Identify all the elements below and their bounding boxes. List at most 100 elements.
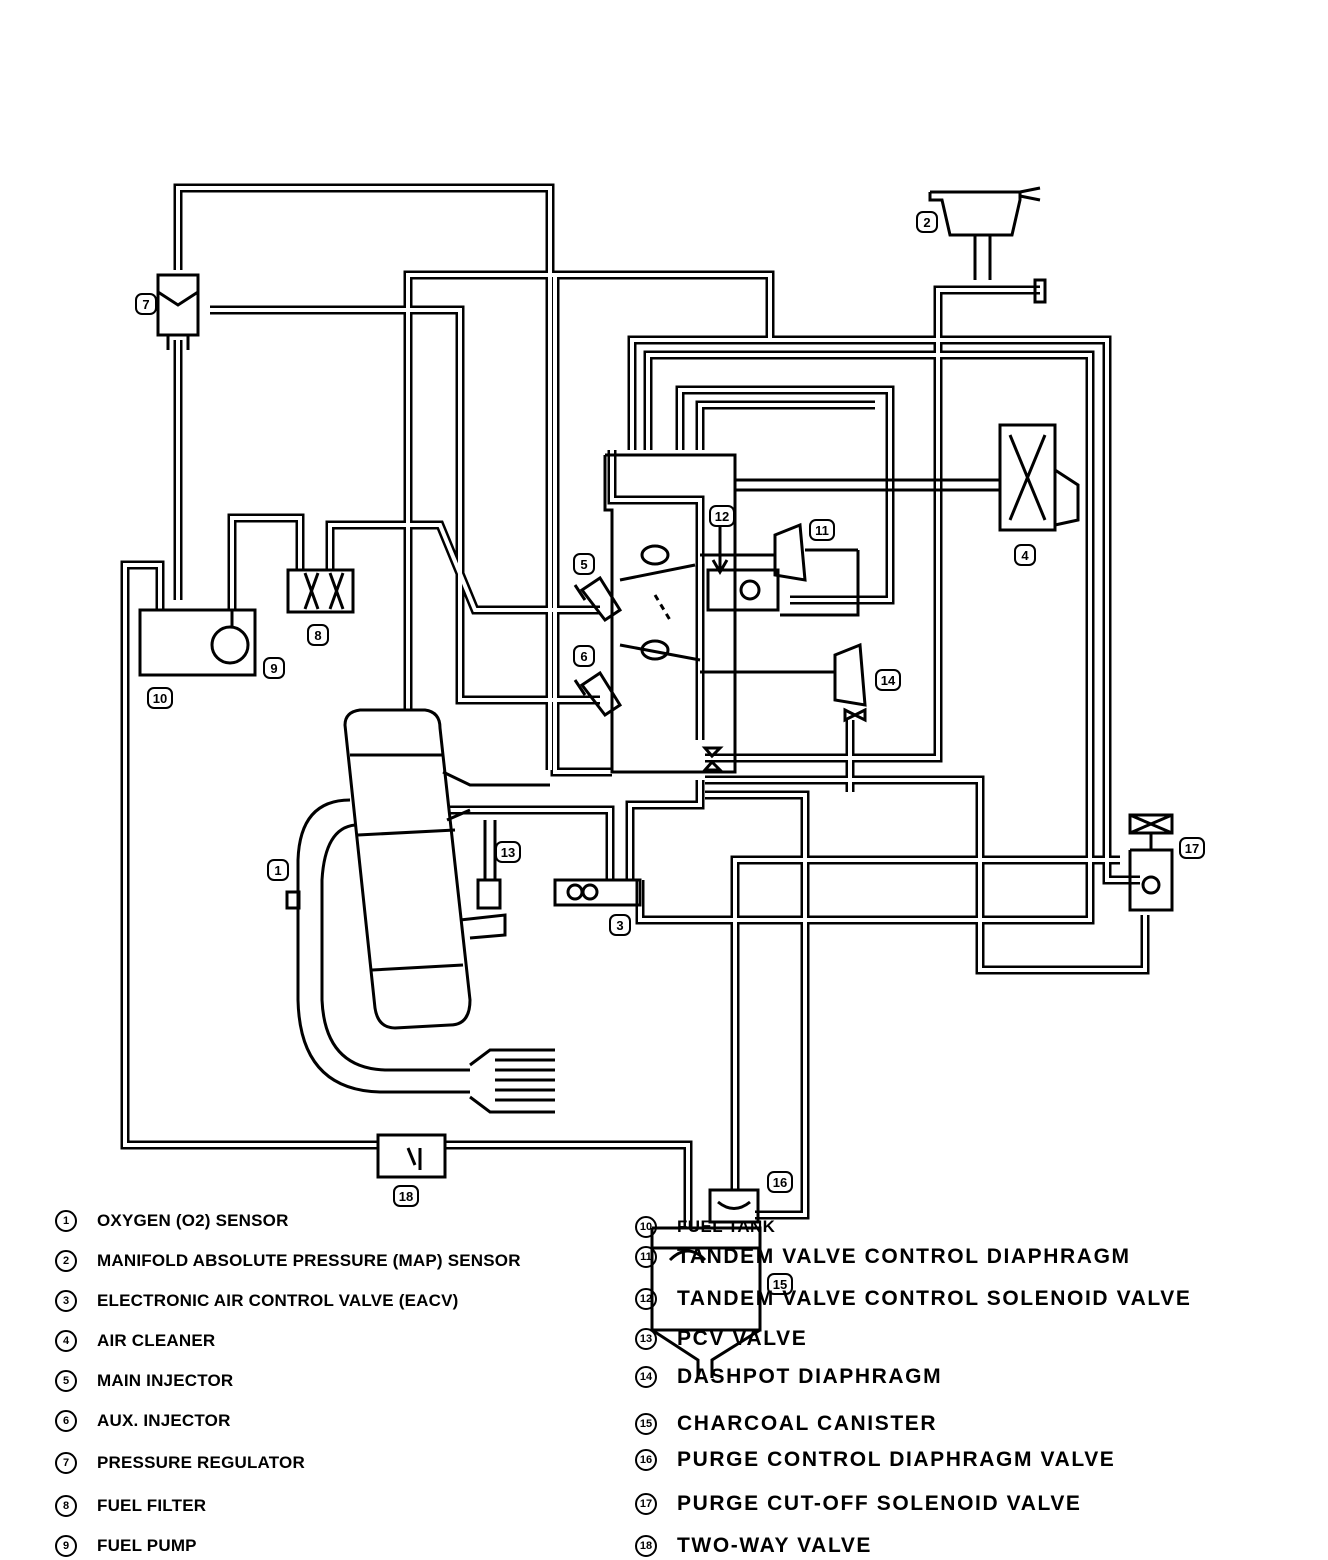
svg-text:15: 15 — [773, 1277, 787, 1292]
svg-text:16: 16 — [773, 1175, 787, 1190]
legend-item-5: 5 MAIN INJECTOR — [55, 1370, 233, 1392]
legend-label: MANIFOLD ABSOLUTE PRESSURE (MAP) SENSOR — [97, 1251, 521, 1270]
legend-num: 16 — [635, 1449, 657, 1471]
callout-6: 6 — [573, 645, 595, 667]
callout-13: 13 — [495, 841, 521, 863]
legend-label: PURGE CUT-OFF SOLENOID VALVE — [677, 1492, 1082, 1515]
callout-8: 8 — [307, 624, 329, 646]
diagram-callouts: 1 2 3 4 5 6 7 8 9 10 11 12 13 14 15 16 1… — [135, 211, 1205, 1295]
legend-num: 2 — [55, 1250, 77, 1272]
legend-num: 17 — [635, 1493, 657, 1515]
svg-text:12: 12 — [715, 509, 729, 524]
tandem-diaphragm — [700, 522, 860, 617]
legend-num: 9 — [55, 1535, 77, 1557]
legend-label: AUX. INJECTOR — [97, 1411, 231, 1430]
pressure-regulator — [156, 273, 200, 350]
tandem-solenoid-valve — [706, 525, 780, 612]
legend-label: PRESSURE REGULATOR — [97, 1453, 305, 1472]
legend-num: 5 — [55, 1370, 77, 1392]
svg-text:1: 1 — [274, 863, 281, 878]
svg-text:3: 3 — [616, 918, 623, 933]
legend-label: TANDEM VALVE CONTROL SOLENOID VALVE — [677, 1287, 1192, 1310]
main-injector — [573, 575, 623, 623]
legend-item-6: 6 AUX. INJECTOR — [55, 1410, 231, 1432]
svg-text:11: 11 — [815, 523, 829, 538]
svg-text:4: 4 — [1021, 548, 1029, 563]
eacv — [553, 878, 642, 907]
svg-text:7: 7 — [142, 297, 149, 312]
pcv-valve — [459, 820, 507, 940]
legend-item-18: 18 TWO-WAY VALVE — [635, 1534, 872, 1558]
svg-text:14: 14 — [881, 673, 896, 688]
engine — [343, 708, 550, 1030]
legend-label: AIR CLEANER — [97, 1331, 216, 1350]
legend-label: MAIN INJECTOR — [97, 1371, 234, 1390]
dashpot-diaphragm — [700, 642, 867, 723]
fuel-filter — [286, 568, 355, 614]
legend-item-10: 10 FUEL TANK — [635, 1216, 775, 1238]
legend-item-9: 9 FUEL PUMP — [55, 1535, 197, 1557]
legend-item-3: 3 ELECTRONIC AIR CONTROL VALVE (EACV) — [55, 1290, 459, 1312]
svg-text:5: 5 — [580, 557, 587, 572]
svg-text:8: 8 — [314, 628, 321, 643]
purge-control-diaphragm — [708, 1188, 760, 1224]
fuel-tank — [138, 608, 257, 677]
svg-text:13: 13 — [501, 845, 515, 860]
legend-item-16: 16 PURGE CONTROL DIAPHRAGM VALVE — [635, 1448, 1115, 1472]
throttle-valves — [619, 544, 701, 662]
callout-2: 2 — [916, 211, 938, 233]
legend-num: 1 — [55, 1210, 77, 1232]
callout-5: 5 — [573, 553, 595, 575]
legend-label: FUEL TANK — [677, 1217, 776, 1236]
callout-12: 12 — [709, 505, 735, 527]
legend-item-17: 17 PURGE CUT-OFF SOLENOID VALVE — [635, 1492, 1082, 1516]
callout-16: 16 — [767, 1171, 793, 1193]
legend-label: OXYGEN (O2) SENSOR — [97, 1211, 289, 1230]
legend-item-12: 12 TANDEM VALVE CONTROL SOLENOID VALVE — [635, 1287, 1192, 1311]
legend-item-2: 2 MANIFOLD ABSOLUTE PRESSURE (MAP) SENSOR — [55, 1250, 521, 1272]
callout-9: 9 — [263, 657, 285, 679]
legend-num: 13 — [635, 1328, 657, 1350]
hose-network — [120, 183, 1150, 1228]
callout-11: 11 — [809, 519, 835, 541]
legend-item-1: 1 OXYGEN (O2) SENSOR — [55, 1210, 289, 1232]
callout-15: 15 — [767, 1273, 793, 1295]
callout-3: 3 — [609, 914, 631, 936]
svg-text:17: 17 — [1185, 841, 1199, 856]
exhaust-pipe — [285, 798, 555, 1114]
callout-7: 7 — [135, 293, 157, 315]
legend-num: 10 — [635, 1216, 657, 1238]
svg-text:18: 18 — [399, 1189, 413, 1204]
air-cleaner — [998, 423, 1080, 532]
svg-text:10: 10 — [153, 691, 167, 706]
legend-item-14: 14 DASHPOT DIAPHRAGM — [635, 1365, 942, 1389]
svg-text:2: 2 — [923, 215, 930, 230]
map-sensor — [928, 186, 1047, 304]
callout-4: 4 — [1014, 544, 1036, 566]
legend-label: DASHPOT DIAPHRAGM — [677, 1365, 943, 1388]
callout-14: 14 — [875, 669, 901, 691]
legend-label: TWO-WAY VALVE — [677, 1534, 873, 1557]
legend-label: FUEL PUMP — [97, 1536, 197, 1555]
legend-num: 3 — [55, 1290, 77, 1312]
legend-num: 15 — [635, 1413, 657, 1435]
svg-text:9: 9 — [270, 661, 277, 676]
legend-label: PURGE CONTROL DIAPHRAGM VALVE — [677, 1448, 1116, 1471]
legend-num: 14 — [635, 1366, 657, 1388]
legend-label: ELECTRONIC AIR CONTROL VALVE (EACV) — [97, 1291, 459, 1310]
two-way-valve — [376, 1133, 447, 1179]
legend-label: TANDEM VALVE CONTROL DIAPHRAGM — [677, 1245, 1131, 1268]
callout-10: 10 — [147, 687, 173, 709]
legend-num: 6 — [55, 1410, 77, 1432]
check-valve-symbols — [701, 746, 724, 772]
legend-num: 11 — [635, 1246, 657, 1268]
legend-num: 18 — [635, 1535, 657, 1557]
legend-num: 12 — [635, 1288, 657, 1310]
callout-17: 17 — [1179, 837, 1205, 859]
